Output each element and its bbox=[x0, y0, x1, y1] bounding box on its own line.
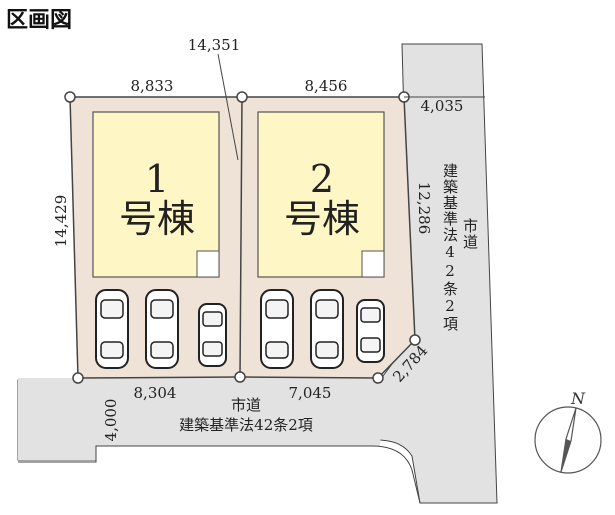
building-1 bbox=[92, 111, 220, 278]
dim-diagonal: 14,351 bbox=[188, 36, 241, 54]
lot-1-label: 号棟 bbox=[119, 197, 195, 241]
car-4 bbox=[310, 289, 344, 369]
lot-divider bbox=[239, 96, 243, 378]
lot-2-number: 2 bbox=[310, 157, 334, 201]
building-2-porch bbox=[361, 250, 385, 278]
dim-bottom-right: 7,045 bbox=[289, 384, 332, 402]
north-label: N bbox=[570, 389, 586, 408]
building-1-porch bbox=[196, 250, 220, 278]
road-lower-edge bbox=[18, 445, 421, 504]
dim-road-width-south: 4,000 bbox=[102, 399, 120, 442]
south-road-type: 市道 bbox=[231, 396, 261, 414]
car-2 bbox=[145, 289, 179, 369]
lot-1-number: 1 bbox=[145, 157, 169, 201]
dim-top-left: 8,833 bbox=[131, 77, 174, 95]
dim-bottom-left: 8,304 bbox=[134, 384, 177, 402]
compact-car-1 bbox=[198, 303, 227, 367]
dim-top-right: 8,456 bbox=[305, 77, 348, 95]
plan-title: 区画図 bbox=[6, 8, 72, 33]
building-2 bbox=[257, 111, 385, 278]
boundary-markers bbox=[64, 91, 421, 384]
diagonal-leader bbox=[217, 53, 239, 161]
east-road-type: 市道 bbox=[461, 218, 479, 250]
lot-2-label: 号棟 bbox=[284, 197, 360, 241]
east-road-law: 建築基準法42条2項 bbox=[441, 163, 459, 332]
south-road-law: 建築基準法42条2項 bbox=[179, 416, 313, 434]
car-1 bbox=[95, 289, 129, 369]
dim-left-side: 14,429 bbox=[52, 195, 70, 248]
compact-car-2 bbox=[356, 299, 385, 363]
car-3 bbox=[260, 289, 294, 369]
north-arrow-icon bbox=[534, 406, 602, 474]
dim-right-side: 12,286 bbox=[415, 182, 433, 235]
dim-right-top-corner: 4,035 bbox=[421, 97, 464, 115]
south-road bbox=[18, 376, 385, 460]
